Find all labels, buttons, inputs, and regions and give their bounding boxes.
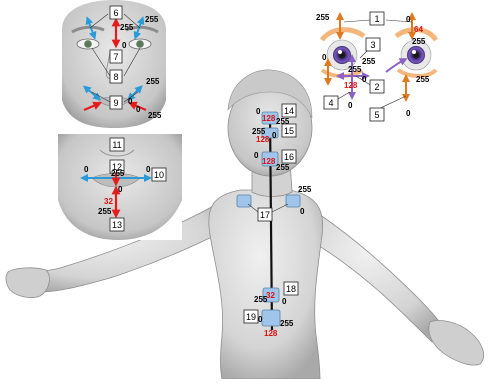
value-label: 255	[298, 185, 312, 194]
value-label: 0	[254, 151, 259, 160]
label-box-17: 17	[258, 208, 272, 221]
svg-text:8: 8	[113, 72, 118, 82]
label-box-16: 16	[282, 150, 296, 163]
value-label: 255	[120, 23, 134, 32]
value-label: 128	[344, 81, 358, 90]
label-box-19: 19	[244, 310, 258, 323]
face-lower-inset: 11 10 12 13 0 255 0 0 32 255	[58, 132, 182, 240]
svg-text:10: 10	[154, 170, 164, 180]
value-label: 0	[282, 297, 287, 306]
value-label: 0	[146, 165, 151, 174]
value-label: 255	[98, 207, 112, 216]
value-label: 0	[136, 105, 141, 114]
value-label: 255	[362, 57, 376, 66]
svg-text:13: 13	[112, 220, 122, 230]
value-label: 255	[348, 65, 362, 74]
value-label: 255	[146, 77, 160, 86]
value-label: 255	[416, 75, 430, 84]
value-label: 255	[276, 117, 290, 126]
label-box-5: 5	[370, 108, 384, 121]
value-label: 0	[122, 41, 127, 50]
label-box-1: 1	[370, 12, 384, 25]
label-box-9: 9	[110, 96, 122, 109]
value-label: 0	[406, 109, 411, 118]
value-label: 0	[348, 101, 353, 110]
value-label: 0	[406, 15, 411, 24]
svg-text:16: 16	[284, 152, 294, 162]
value-label: 128	[256, 135, 270, 144]
svg-text:17: 17	[260, 210, 270, 220]
value-label: 0	[300, 207, 305, 216]
svg-text:3: 3	[370, 40, 375, 50]
label-box-14: 14	[282, 104, 296, 117]
value-label: 32	[104, 197, 113, 206]
value-label: 0	[118, 185, 123, 194]
value-label: 0	[322, 53, 327, 62]
svg-text:7: 7	[113, 52, 118, 62]
label-box-8: 8	[110, 70, 122, 83]
svg-text:1: 1	[374, 14, 379, 24]
svg-text:6: 6	[113, 8, 118, 18]
label-box-3: 3	[366, 38, 380, 51]
svg-text:2: 2	[374, 82, 379, 92]
value-label: 128	[262, 114, 276, 123]
value-label: 0	[256, 107, 261, 116]
value-label: 255	[111, 169, 125, 178]
value-label: 255	[280, 319, 294, 328]
value-label: 32	[266, 291, 275, 300]
svg-text:5: 5	[374, 110, 379, 120]
svg-text:4: 4	[328, 98, 333, 108]
label-box-13: 13	[110, 218, 124, 231]
svg-text:19: 19	[246, 312, 256, 322]
value-label: 255	[276, 163, 290, 172]
value-label: 0	[128, 97, 133, 106]
svg-text:11: 11	[112, 140, 121, 150]
face-upper-inset: 6 7 8 9 255 255 0 255 0 255 0	[58, 0, 170, 128]
value-label: 128	[264, 329, 278, 338]
svg-text:9: 9	[113, 98, 118, 108]
value-label: 0	[272, 131, 277, 140]
label-box-18: 18	[284, 282, 298, 295]
value-label: 0	[258, 315, 263, 324]
value-label: 255	[148, 111, 162, 120]
label-box-10: 10	[152, 168, 166, 181]
label-box-2: 2	[370, 80, 384, 93]
svg-text:15: 15	[284, 126, 294, 136]
eyes-inset: 1 2 3 4 5 255 64 255 0 255 255 255 0 128…	[316, 12, 436, 121]
svg-text:18: 18	[286, 284, 296, 294]
value-label: 255	[145, 15, 159, 24]
value-label: 0	[84, 165, 89, 174]
value-label: 0	[362, 75, 367, 84]
label-box-11: 11	[110, 138, 124, 151]
label-box-6: 6	[110, 6, 122, 19]
value-label: 255	[316, 13, 330, 22]
value-label: 128	[262, 157, 276, 166]
value-label: 64	[414, 25, 423, 34]
label-box-4: 4	[324, 96, 338, 109]
value-label: 255	[412, 37, 426, 46]
label-box-7: 7	[110, 50, 122, 63]
svg-text:14: 14	[284, 106, 294, 116]
